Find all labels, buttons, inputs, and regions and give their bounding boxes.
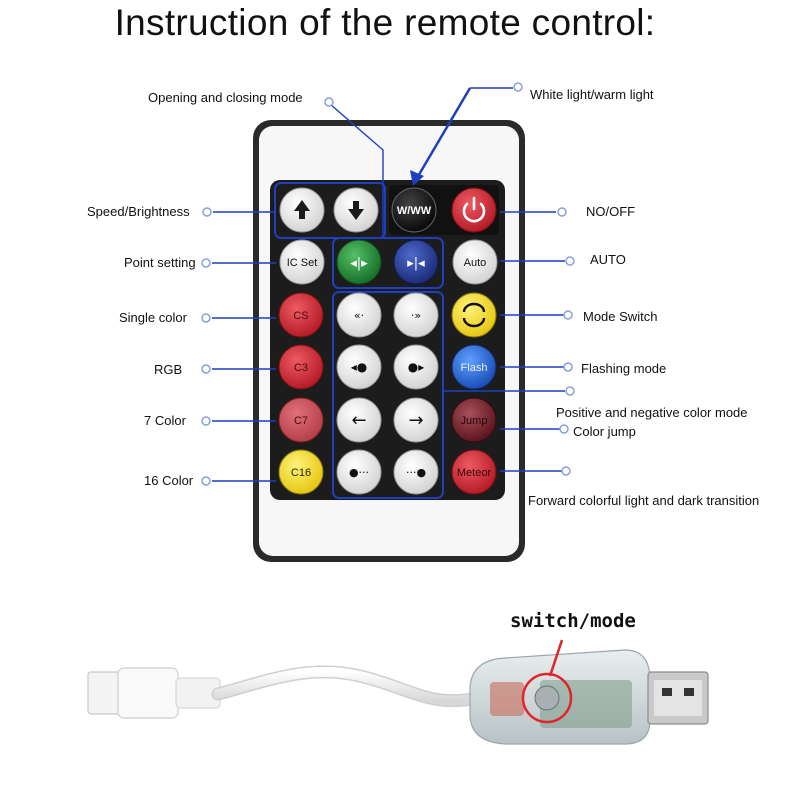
fast-forward-icon: ·» [411,309,421,322]
dots-left-icon: ●··· [349,466,369,479]
jump-label: Jump [461,415,488,427]
speed-slow-button[interactable]: «· [336,292,382,338]
auto-label: Auto [464,257,487,269]
callout-color-jump: Color jump [573,424,636,439]
close-mode-button[interactable]: ▸|◂ [393,239,439,285]
callout-speed-brightness: Speed/Brightness [87,204,190,219]
speed-fast-button[interactable]: ·» [393,292,439,338]
cycle-icon [462,302,486,313]
collapse-icon: ▸|◂ [407,256,425,271]
c7-button[interactable]: C7 [278,397,324,443]
button-group-frames [274,182,444,499]
callout-pos-neg: Positive and negative color mode [556,405,748,420]
callout-dots [201,82,575,486]
rewind-icon: «· [354,309,364,322]
jst-connector [87,671,123,715]
power-icon [462,202,486,223]
callout-no-off: NO/OFF [586,204,635,219]
speed-up-button[interactable] [279,187,325,233]
auto-button[interactable]: Auto [452,239,498,285]
power-button[interactable] [451,187,497,233]
arrow-right-icon: → [408,410,423,431]
direction-right-button[interactable]: → [393,397,439,443]
open-mode-button[interactable]: ◂|▸ [336,239,382,285]
jump-button[interactable]: Jump [451,397,497,443]
callout-point-setting: Point setting [124,255,196,270]
callout-opening-closing: Opening and closing mode [148,90,303,105]
dots-left-button[interactable]: ●··· [336,449,382,495]
page-title: Instruction of the remote control: [114,2,656,43]
point-left-icon: ◂● [351,360,368,374]
mode-switch-button[interactable] [451,292,497,338]
switch-pointer [548,639,564,677]
switch-mode-highlight [521,672,573,724]
c7-label: C7 [294,415,308,427]
speed-down-button[interactable] [333,187,379,233]
cs-button[interactable]: CS [278,292,324,338]
c3-button[interactable]: C3 [278,344,324,390]
arrow-left-icon: ← [351,410,366,431]
callout-flashing-mode: Flashing mode [581,361,666,376]
callout-seven-color: 7 Color [144,413,187,428]
dots-right-icon: ···● [406,466,426,479]
callout-mode-switch: Mode Switch [583,309,657,324]
usb-controller [87,639,709,745]
switch-mode-button [534,685,560,711]
dots-right-button[interactable]: ···● [393,449,439,495]
switch-mode-label: switch/mode [510,610,636,632]
callout-lines [212,103,565,482]
callout-rgb: RGB [154,362,182,377]
point-right-icon: ●▸ [408,360,425,374]
ic-set-button[interactable]: IC Set [279,239,325,285]
flash-label: Flash [461,362,488,374]
flash-button[interactable]: Flash [451,344,497,390]
ww-callout-arrow [410,87,513,186]
point-left-button[interactable]: ◂● [336,344,382,390]
c16-button[interactable]: C16 [278,449,324,495]
callout-forward: Forward colorful light and dark transiti… [528,493,759,508]
callout-white-warm: White light/warm light [530,87,654,102]
expand-icon: ◂|▸ [350,256,368,271]
point-right-button[interactable]: ●▸ [393,344,439,390]
c16-label: C16 [291,467,311,479]
meteor-label: Meteor [457,467,492,479]
c3-label: C3 [294,362,308,374]
callout-auto: AUTO [590,252,626,267]
callout-single-color: Single color [119,310,188,325]
meteor-button[interactable]: Meteor [451,449,497,495]
direction-left-button[interactable]: ← [336,397,382,443]
ic-set-label: IC Set [287,257,318,269]
callout-sixteen-color: 16 Color [144,473,194,488]
ww-label: W/WW [397,205,432,217]
cs-label: CS [293,310,308,322]
